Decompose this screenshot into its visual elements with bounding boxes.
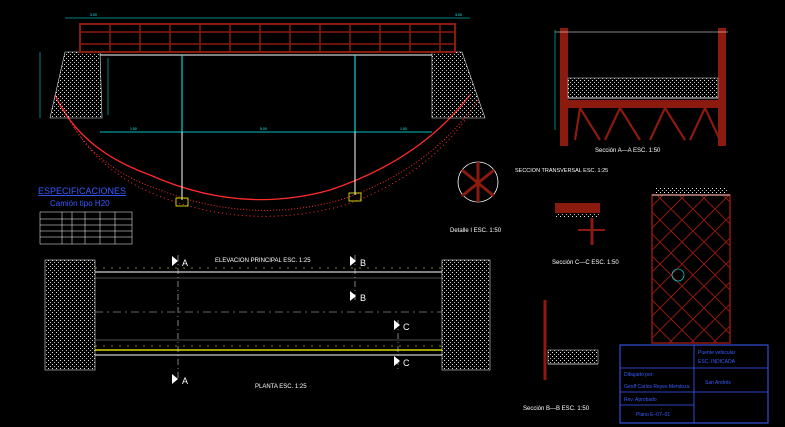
cut-a-top: A xyxy=(182,258,188,268)
elevation-title: ELEVACION PRINCIPAL ESC. 1:25 xyxy=(215,258,311,264)
svg-text:3.00: 3.00 xyxy=(455,13,462,17)
specifications-block: ESPECIFICACIONES Camión tipo H20 xyxy=(38,186,133,245)
plan-view: A A B B C C ELEVACION PRINCIPAL ESC. 1:2… xyxy=(44,255,491,390)
cut-a-bottom: A xyxy=(182,376,188,386)
section-bb-title: Sección B—B ESC. 1:50 xyxy=(523,406,590,412)
section-cc-title: Sección C—C ESC. 1:50 xyxy=(552,260,619,266)
cut-c-top: C xyxy=(403,322,410,332)
cut-b-top: B xyxy=(360,258,366,268)
tb-author: Geoff Carlos Reyes Mendoza xyxy=(624,384,690,390)
tb-scale: ESC. INDICADA xyxy=(698,359,736,365)
cut-c-bottom: C xyxy=(403,358,410,368)
tb-sheet: Plano E–07–01 xyxy=(636,412,670,418)
detail-i: Detalle I ESC. 1:50 SECCION TRANSVERSAL … xyxy=(450,161,608,234)
section-aa-title: Sección A—A ESC. 1:50 xyxy=(595,148,661,154)
title-block: Puente vehicular ESC. INDICADA Dibujado … xyxy=(619,344,769,424)
tb-reviewed: Rev. Aprobado xyxy=(624,397,657,403)
svg-text:5.00: 5.00 xyxy=(260,127,267,131)
elevation-view: 3.00 3.00 1.50 5.00 1.50 xyxy=(39,13,486,217)
svg-text:3.00: 3.00 xyxy=(90,13,97,17)
tb-drawn-by: Dibujado por: xyxy=(624,372,654,378)
transversal-title: SECCION TRANSVERSAL ESC. 1:25 xyxy=(515,168,608,174)
plan-title: PLANTA ESC. 1:25 xyxy=(255,384,307,390)
specs-subtitle: Camión tipo H20 xyxy=(50,199,110,208)
cut-b-mid: B xyxy=(360,293,366,303)
section-bb: Sección B—B ESC. 1:50 xyxy=(523,300,599,412)
section-aa: Sección A—A ESC. 1:50 xyxy=(554,28,728,154)
tb-project: Puente vehicular xyxy=(698,350,736,356)
detail-i-title: Detalle I ESC. 1:50 xyxy=(450,228,502,234)
tb-location: San Andrés xyxy=(705,380,731,386)
frame-elevation xyxy=(651,188,731,344)
svg-text:1.50: 1.50 xyxy=(130,127,137,131)
svg-text:1.50: 1.50 xyxy=(400,127,407,131)
section-cc: Sección C—C ESC. 1:50 xyxy=(552,203,619,266)
specs-title: ESPECIFICACIONES xyxy=(38,186,126,196)
